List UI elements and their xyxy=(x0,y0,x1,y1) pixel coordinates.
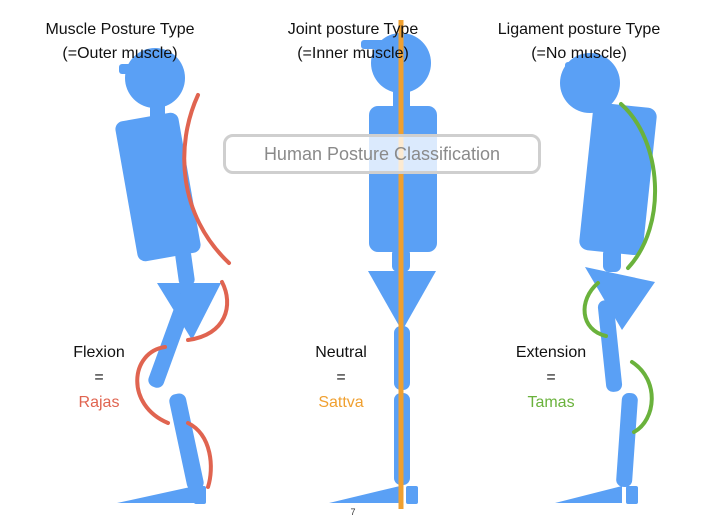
heel xyxy=(406,486,418,504)
title-line-1: Ligament posture Type xyxy=(497,21,661,38)
heel xyxy=(626,486,638,504)
knee-arc xyxy=(135,345,170,425)
equals-sign: = xyxy=(546,369,556,386)
title-line-1: Muscle Posture Type xyxy=(45,21,195,38)
heel xyxy=(194,486,206,504)
ligament-arcs-tamas xyxy=(582,102,658,434)
knee-arc xyxy=(630,360,654,434)
nose xyxy=(119,64,145,74)
hip-arc xyxy=(582,281,608,338)
title-ligament-posture: Ligament posture Type (=No muscle) xyxy=(459,18,699,66)
thigh xyxy=(597,300,623,392)
pelvis xyxy=(585,267,655,330)
waist xyxy=(603,248,621,272)
torso xyxy=(579,102,657,256)
title-muscle-posture: Muscle Posture Type (=Outer muscle) xyxy=(0,18,240,66)
equals-sign: = xyxy=(94,369,104,386)
torso xyxy=(115,112,201,262)
title-line-2: (=Outer muscle) xyxy=(62,45,178,62)
thigh xyxy=(148,292,194,388)
title-line-2: (=Inner muscle) xyxy=(297,45,409,62)
shin xyxy=(616,393,638,487)
figure-muscle-posture xyxy=(115,48,221,504)
nose xyxy=(361,40,387,49)
page-number: 7 xyxy=(350,507,356,517)
equals-sign: = xyxy=(336,369,346,386)
quality-rajas: Rajas xyxy=(78,394,120,411)
posture-label: Flexion xyxy=(73,344,125,361)
foot xyxy=(117,486,195,503)
title-line-1: Joint posture Type xyxy=(287,21,419,38)
label-neutral: Neutral = Sattva xyxy=(276,340,406,415)
label-extension: Extension = Tamas xyxy=(486,340,616,415)
head xyxy=(125,48,185,108)
quality-tamas: Tamas xyxy=(527,394,575,411)
figure-joint-posture xyxy=(329,33,437,504)
muscle-arcs-rajas xyxy=(135,93,231,489)
classification-banner: Human Posture Classification xyxy=(223,134,541,174)
figure-ligament-posture xyxy=(555,53,657,504)
ankle-arc xyxy=(186,421,213,489)
foot xyxy=(329,486,400,503)
label-flexion: Flexion = Rajas xyxy=(34,340,164,415)
posture-label: Neutral xyxy=(315,344,367,361)
title-line-2: (=No muscle) xyxy=(531,45,627,62)
posture-label: Extension xyxy=(515,344,587,361)
shin xyxy=(169,393,204,491)
nose xyxy=(565,62,591,72)
back-arc xyxy=(182,93,231,265)
title-joint-posture: Joint posture Type (=Inner muscle) xyxy=(233,18,473,66)
back-arc xyxy=(619,102,658,270)
quality-sattva: Sattva xyxy=(318,394,364,411)
foot xyxy=(555,486,622,503)
waist xyxy=(175,249,195,287)
hip-arc xyxy=(186,280,230,342)
